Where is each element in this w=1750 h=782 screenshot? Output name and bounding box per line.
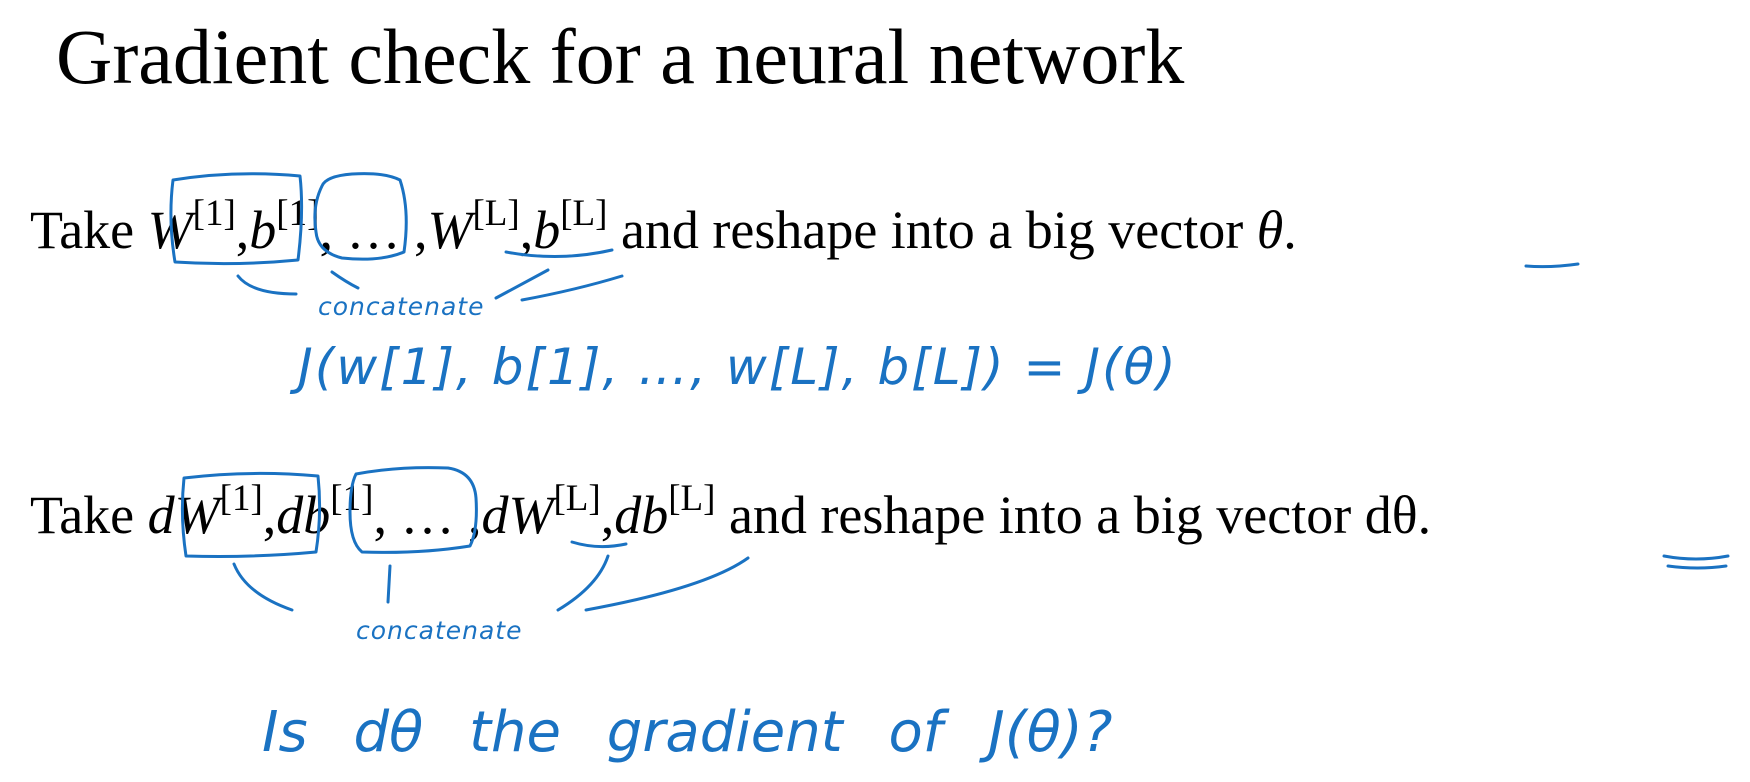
wL-superscript: [L] <box>472 193 520 234</box>
brace-b1 <box>330 270 360 290</box>
underline-dtheta-1 <box>1662 554 1730 561</box>
b1-symbol: b <box>249 200 277 260</box>
reshape-text: and reshape into a big vector <box>607 200 1257 260</box>
statement-theta: Take W[1],b[1], … ,W[L],b[L] and reshape… <box>30 195 1297 260</box>
db1-symbol: db <box>276 485 331 545</box>
reshape-text: and reshape into a big vector <box>715 485 1365 545</box>
db1-superscript: [1] <box>330 478 374 519</box>
brace-dw1 <box>232 562 294 612</box>
handwritten-gradient-question: Is dθ the gradient of J(θ)? <box>262 700 1113 765</box>
dtheta-symbol: dθ <box>1364 485 1418 545</box>
dbL-superscript: [L] <box>668 478 716 519</box>
b1-superscript: [1] <box>276 193 320 234</box>
brace-dwL <box>556 554 610 612</box>
statement-dtheta: Take dW[1],db[1], … ,dW[L],db[L] and res… <box>30 480 1432 545</box>
underline-theta <box>1524 262 1580 269</box>
ellipsis: , … , <box>319 200 428 260</box>
brace-wL <box>494 268 550 300</box>
period: . <box>1283 200 1297 260</box>
wL-symbol: W <box>427 200 473 260</box>
take-word: Take <box>30 485 148 545</box>
slide-title: Gradient check for a neural network <box>56 13 1185 100</box>
brace-db1 <box>386 564 392 604</box>
dwL-superscript: [L] <box>553 478 601 519</box>
period: . <box>1417 485 1432 545</box>
comma: , <box>262 485 277 545</box>
dwL-symbol: dW <box>481 485 554 545</box>
bL-symbol: b <box>533 200 561 260</box>
bL-superscript: [L] <box>560 193 608 234</box>
comma: , <box>519 200 534 260</box>
dw1-superscript: [1] <box>219 478 263 519</box>
dbL-symbol: db <box>614 485 669 545</box>
brace-w1 <box>236 274 298 296</box>
comma: , <box>600 485 615 545</box>
handwritten-cost-equation: J(w[1], b[1], …, w[L], b[L]) = J(θ) <box>298 338 1178 396</box>
brace-bL <box>520 274 624 302</box>
handwritten-concatenate-2: concatenate <box>356 616 523 645</box>
take-word: Take <box>30 200 148 260</box>
ellipsis: , … , <box>373 485 482 545</box>
brace-dbL <box>584 556 750 612</box>
dw1-symbol: dW <box>147 485 220 545</box>
comma: , <box>235 200 250 260</box>
handwritten-concatenate-1: concatenate <box>318 292 485 321</box>
theta-symbol: θ <box>1256 200 1284 260</box>
underline-dtheta-2 <box>1666 564 1728 570</box>
w1-superscript: [1] <box>192 193 236 234</box>
w1-symbol: W <box>147 200 193 260</box>
